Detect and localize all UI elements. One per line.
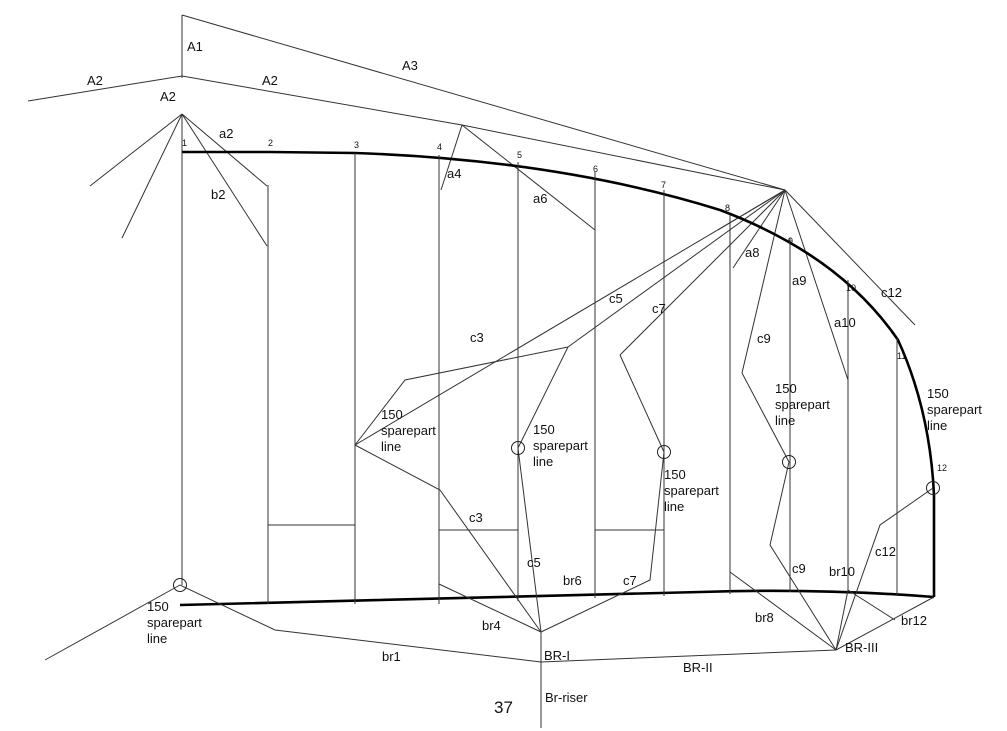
label-c7-bottom: c7 <box>623 573 637 588</box>
label-a6: a6 <box>533 191 547 206</box>
label-br10: br10 <box>829 564 855 579</box>
point-number: 7 <box>661 180 666 190</box>
label-c7-top: c7 <box>652 301 666 316</box>
label-a8: a8 <box>745 245 759 260</box>
sparepart-label: 150 sparepart line <box>147 599 206 646</box>
label-A2-left: A2 <box>87 73 103 88</box>
sparepart-label: 150 sparepart line <box>927 386 986 433</box>
label-c9-bottom: c9 <box>792 561 806 576</box>
right-fan <box>354 189 916 446</box>
label-BR-III: BR-III <box>845 640 878 655</box>
label-a10: a10 <box>834 315 856 330</box>
upper-boundary-curve <box>182 150 936 597</box>
label-c3-bottom: c3 <box>469 510 483 525</box>
sparepart-label: 150 sparepart line <box>381 407 440 454</box>
point-number: 1 <box>182 138 187 148</box>
sparepart-circle-1 <box>173 578 187 592</box>
label-b2: b2 <box>211 187 225 202</box>
sparepart-label: 150 sparepart line <box>664 467 723 514</box>
point-number: 12 <box>937 463 947 473</box>
point-numbers: 1 2 3 4 5 6 7 8 9 10 11 12 <box>182 138 947 473</box>
point-number: 5 <box>517 150 522 160</box>
label-A2-right: A2 <box>262 73 278 88</box>
label-A3: A3 <box>402 58 418 73</box>
label-c12-bottom: c12 <box>875 544 896 559</box>
point-number: 3 <box>354 140 359 150</box>
label-a9: a9 <box>792 273 806 288</box>
point-number: 8 <box>725 203 730 213</box>
lower-boundary-curve <box>179 589 935 607</box>
sparepart-label: 150 sparepart line <box>533 422 592 469</box>
point-number: 10 <box>846 283 856 293</box>
label-c12-top: c12 <box>881 285 902 300</box>
label-br12: br12 <box>901 613 927 628</box>
label-br1: br1 <box>382 649 401 664</box>
label-A1: A1 <box>187 39 203 54</box>
point-number: 11 <box>897 351 906 361</box>
left-fan <box>89 113 268 247</box>
label-c9-top: c9 <box>757 331 771 346</box>
sparepart-circle-4 <box>782 455 796 469</box>
label-a2: a2 <box>219 126 233 141</box>
branch-lines <box>44 346 935 728</box>
label-br8: br8 <box>755 610 774 625</box>
sparepart-circle-5 <box>926 481 940 495</box>
vertical-lines <box>181 152 898 604</box>
point-number: 6 <box>593 164 598 174</box>
label-Br-riser: Br-riser <box>545 690 588 705</box>
sparepart-circle-3 <box>657 445 671 459</box>
label-A2-center: A2 <box>160 89 176 104</box>
page-number: 37 <box>494 698 513 717</box>
main-lines <box>27 14 786 231</box>
label-br6: br6 <box>563 573 582 588</box>
label-BR-I: BR-I <box>544 648 570 663</box>
point-number: 2 <box>268 138 273 148</box>
label-a4: a4 <box>447 166 461 181</box>
label-c3-top: c3 <box>470 330 484 345</box>
sparepart-label: 150 sparepart line <box>775 381 834 428</box>
label-BR-II: BR-II <box>683 660 713 675</box>
sparepart-circles <box>173 441 940 592</box>
sparepart-labels: 150 sparepart line 150 sparepart line 15… <box>147 381 986 646</box>
label-c5-bottom: c5 <box>527 555 541 570</box>
line-labels: A1 A2 A2 A2 A3 a2 b2 a4 a6 a8 a9 a10 c12… <box>87 39 927 705</box>
point-number: 4 <box>437 142 442 152</box>
label-br4: br4 <box>482 618 501 633</box>
point-number: 9 <box>788 236 793 246</box>
sparepart-circle-2 <box>511 441 525 455</box>
label-c5-top: c5 <box>609 291 623 306</box>
